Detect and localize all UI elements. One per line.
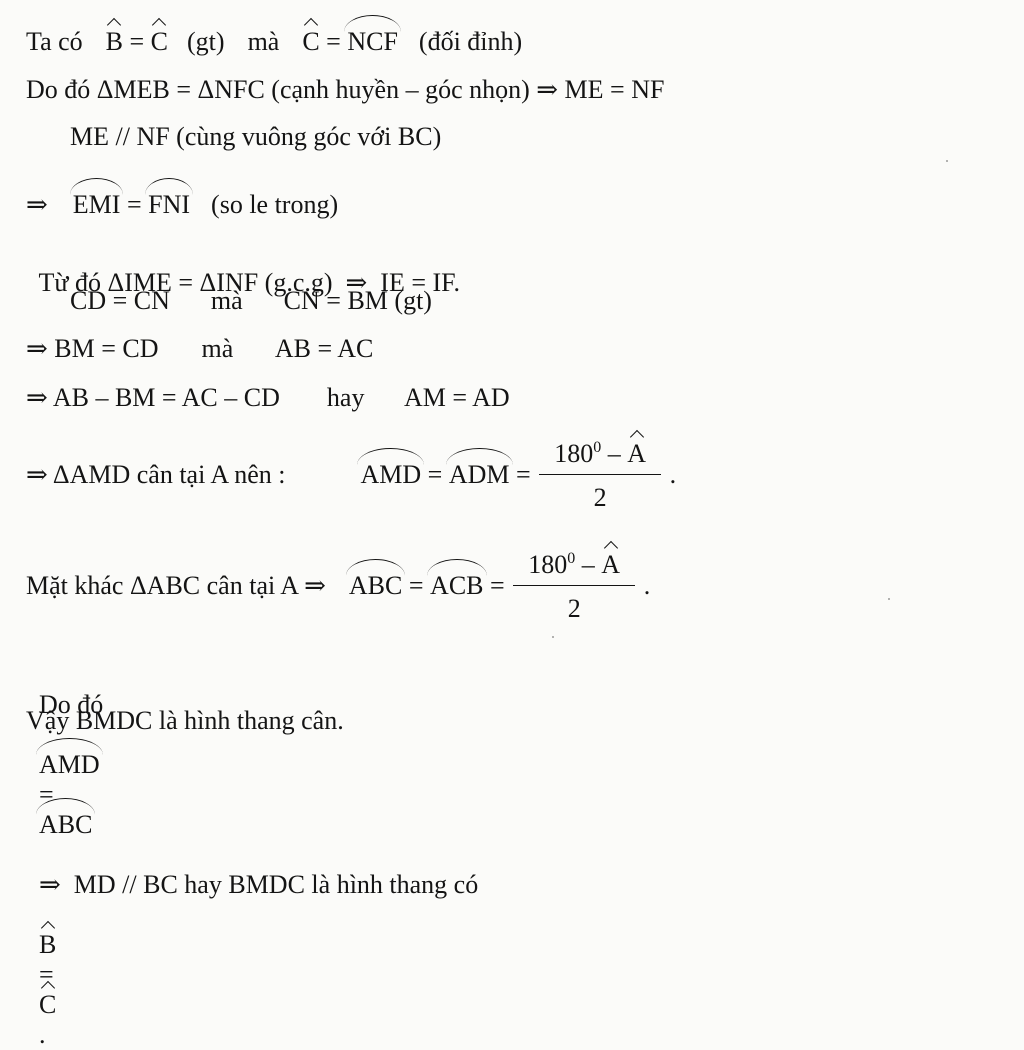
fraction-numerator: 1800 – A <box>537 439 663 469</box>
l9-equals: = <box>427 460 443 489</box>
angle-abc: ABC <box>345 559 406 600</box>
angle-emi: EMI <box>69 178 124 219</box>
angle-ncf: NCF <box>344 15 401 56</box>
l5-text: Từ đó ΔIME = ΔINF (g.c.g) ⇒ IE = IF. <box>38 268 461 297</box>
l1-ma: mà <box>247 27 280 56</box>
l4-arrow: ⇒ <box>26 190 48 219</box>
angle-c-hat-2: C <box>302 27 320 56</box>
l2-text: Do đó ΔMEB = ΔNFC (cạnh huyền – góc nhọn… <box>26 75 665 104</box>
l1-rest: (đối đỉnh) <box>418 27 523 56</box>
angle-a-hat: A <box>601 550 621 579</box>
l10-equals-2: = <box>490 571 505 600</box>
scan-speck <box>552 636 554 638</box>
l10-equals: = <box>408 571 424 600</box>
l7-a: ⇒ BM = CD <box>26 334 159 363</box>
num-180: 180 <box>554 439 594 468</box>
l11-b: ⇒ MD // BC hay BMDC là hình thang có <box>39 870 479 899</box>
l9-a: ⇒ ΔAMD cân tại A nên : <box>26 460 286 489</box>
fraction-denominator: 2 <box>567 594 581 623</box>
l12-text: Vậy BMDC là hình thang cân. <box>26 706 344 735</box>
line-10: Mặt khác ΔABC cân tại A ⇒ ABC = ACB = 18… <box>26 544 650 628</box>
line-12: Vậy BMDC là hình thang cân. <box>26 706 344 736</box>
angle-b-hat-2: B <box>39 930 57 959</box>
l3-text: ME // NF (cùng vuông góc với BC) <box>70 122 442 151</box>
line-1: Ta có B = C (gt) mà C = NCF (đối đỉnh) <box>26 15 523 57</box>
l1-equals-2: = <box>326 27 341 56</box>
l11-a: Do đó <box>39 690 104 719</box>
line-5: Từ đó ΔIME = ΔINF (g.c.g) ⇒ IE = IF. <box>26 238 461 298</box>
l8-c: AM = AD <box>404 383 510 412</box>
num-180: 180 <box>528 550 568 579</box>
fraction-bar <box>513 585 636 586</box>
l4-equals: = <box>126 190 142 219</box>
l8-b: hay <box>326 383 365 412</box>
degree-mark: 0 <box>593 439 602 456</box>
line-6: CD = CN mà CN = BM (gt) <box>70 286 432 316</box>
l9-equals-2: = <box>516 460 531 489</box>
line-9: ⇒ ΔAMD cân tại A nên : AMD = ADM = 1800 … <box>26 433 676 517</box>
l1-lead: Ta có <box>26 27 83 56</box>
l9-period: . <box>669 460 677 489</box>
fraction-numerator: 1800 – A <box>511 550 637 580</box>
l10-period: . <box>643 571 651 600</box>
angle-c-hat: C <box>150 27 169 56</box>
angle-abc-2: ABC <box>35 798 96 839</box>
l10-a: Mặt khác ΔABC cân tại A ⇒ <box>26 571 326 600</box>
line-7: ⇒ BM = CD mà AB = AC <box>26 334 373 364</box>
degree-mark: 0 <box>567 550 576 567</box>
l8-a: ⇒ AB – BM = AC – CD <box>26 383 280 412</box>
angle-c-hat-3: C <box>39 990 57 1019</box>
fraction-denominator: 2 <box>593 483 607 512</box>
line-8: ⇒ AB – BM = AC – CD hay AM = AD <box>26 383 510 413</box>
angle-adm: ADM <box>445 448 513 489</box>
line-4: ⇒ EMI = FNI (so le trong) <box>26 178 339 220</box>
fraction-180-minus-a: 1800 – A 2 <box>537 433 663 517</box>
angle-amd: AMD <box>357 448 424 489</box>
l1-gt: (gt) <box>187 27 225 56</box>
line-2: Do đó ΔMEB = ΔNFC (cạnh huyền – góc nhọn… <box>26 75 664 105</box>
l6-a: CD = CN <box>70 286 170 315</box>
l1-equals: = <box>129 27 145 56</box>
line-3: ME // NF (cùng vuông góc với BC) <box>70 122 441 152</box>
l11-period: . <box>39 1020 46 1049</box>
l6-c: CN = BM (gt) <box>283 286 432 315</box>
minus-sign: – <box>575 550 602 579</box>
l7-b: mà <box>201 334 234 363</box>
l4-rest: (so le trong) <box>211 190 339 219</box>
angle-fni: FNI <box>145 178 193 219</box>
fraction-bar <box>539 474 662 475</box>
scan-speck <box>888 598 890 600</box>
l7-c: AB = AC <box>274 334 374 363</box>
angle-b-hat: B <box>105 27 123 56</box>
l6-b: mà <box>210 286 243 315</box>
fraction-180-minus-a-2: 1800 – A 2 <box>511 544 637 628</box>
angle-a-hat: A <box>627 439 647 468</box>
scan-speck <box>946 160 948 162</box>
angle-amd-2: AMD <box>36 738 103 779</box>
minus-sign: – <box>601 439 628 468</box>
angle-acb: ACB <box>427 559 488 600</box>
